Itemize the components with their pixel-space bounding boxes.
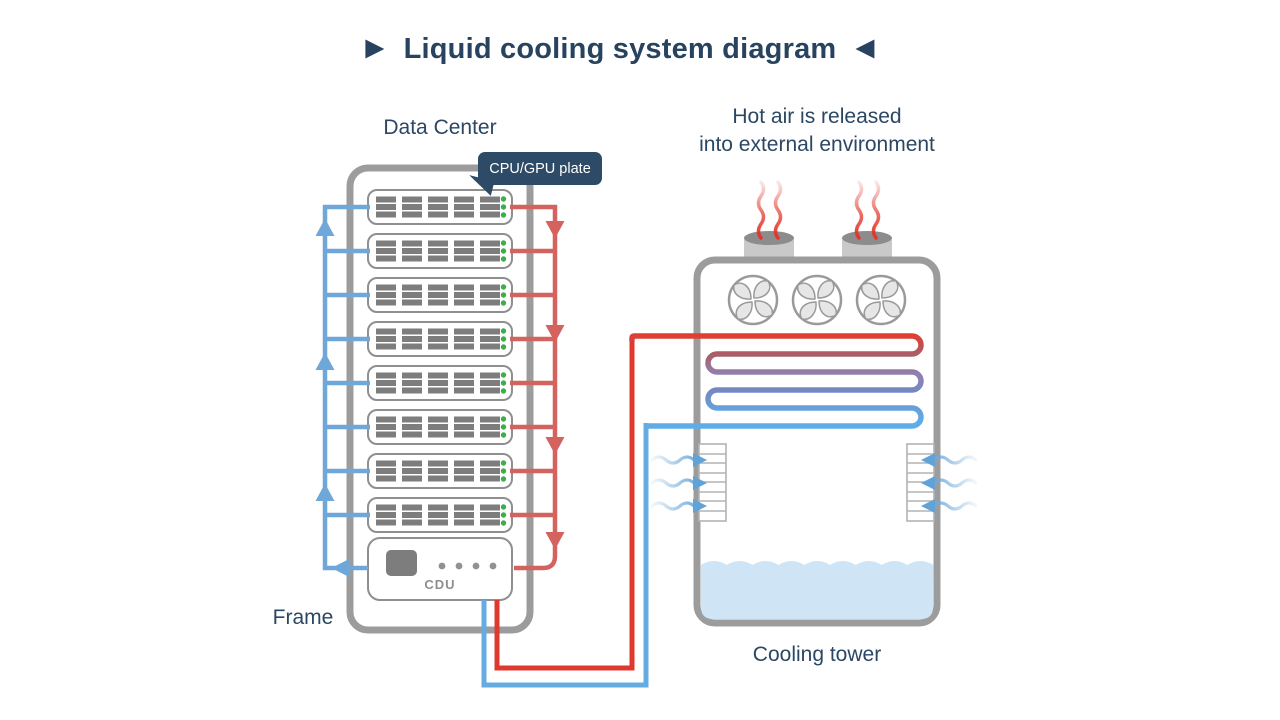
server-unit [367, 453, 513, 489]
flow-down-arrow-icon [545, 437, 565, 455]
hot-air-label: Hot air is released into external enviro… [667, 103, 967, 159]
server-unit [367, 409, 513, 445]
tower-water [701, 561, 934, 619]
cdu-unit [367, 537, 513, 601]
hot-air-line1: Hot air is released [732, 105, 902, 128]
cdu-indicator-dots [438, 562, 497, 570]
server-unit [367, 233, 513, 269]
tower-fans [727, 274, 907, 326]
cdu-label: CDU [424, 577, 456, 592]
hot-loop-pipe [494, 341, 635, 671]
server-unit [367, 277, 513, 313]
flow-up-arrow-icon [315, 352, 335, 370]
server-unit [367, 321, 513, 357]
hot-return-pipe [510, 204, 565, 571]
hot-air-line2: into external environment [699, 133, 935, 156]
fan-icon [855, 274, 907, 326]
heat-exchanger-coil [629, 333, 924, 429]
data-center-label: Data Center [383, 116, 497, 139]
server-unit [367, 365, 513, 401]
flow-down-arrow-icon [545, 532, 565, 550]
title-text: Liquid cooling system diagram [403, 33, 837, 65]
flow-down-arrow-icon [545, 221, 565, 239]
frame-label: Frame [272, 606, 334, 629]
cooling-tower-label: Cooling tower [752, 643, 882, 666]
cold-loop-pipe [481, 423, 649, 688]
flow-up-arrow-icon [315, 218, 335, 236]
callout-text: CPU/GPU plate [489, 160, 591, 177]
title-left-arrow-icon: ▶ [365, 34, 384, 60]
cold-supply-pipe [315, 204, 370, 577]
cpu-gpu-plate-callout: CPU/GPU plate [465, 152, 602, 196]
flow-up-arrow-icon [315, 483, 335, 501]
flow-left-arrow-icon [331, 559, 349, 577]
fan-icon [791, 274, 843, 326]
cooling-tower-body [693, 256, 941, 627]
server-unit [367, 497, 513, 533]
page-title: ▶ Liquid cooling system diagram ◀ [0, 33, 1240, 66]
hot-air-steam-icon [756, 180, 881, 240]
fan-icon [727, 274, 779, 326]
title-right-arrow-icon: ◀ [856, 34, 875, 60]
cdu-display [386, 550, 417, 576]
